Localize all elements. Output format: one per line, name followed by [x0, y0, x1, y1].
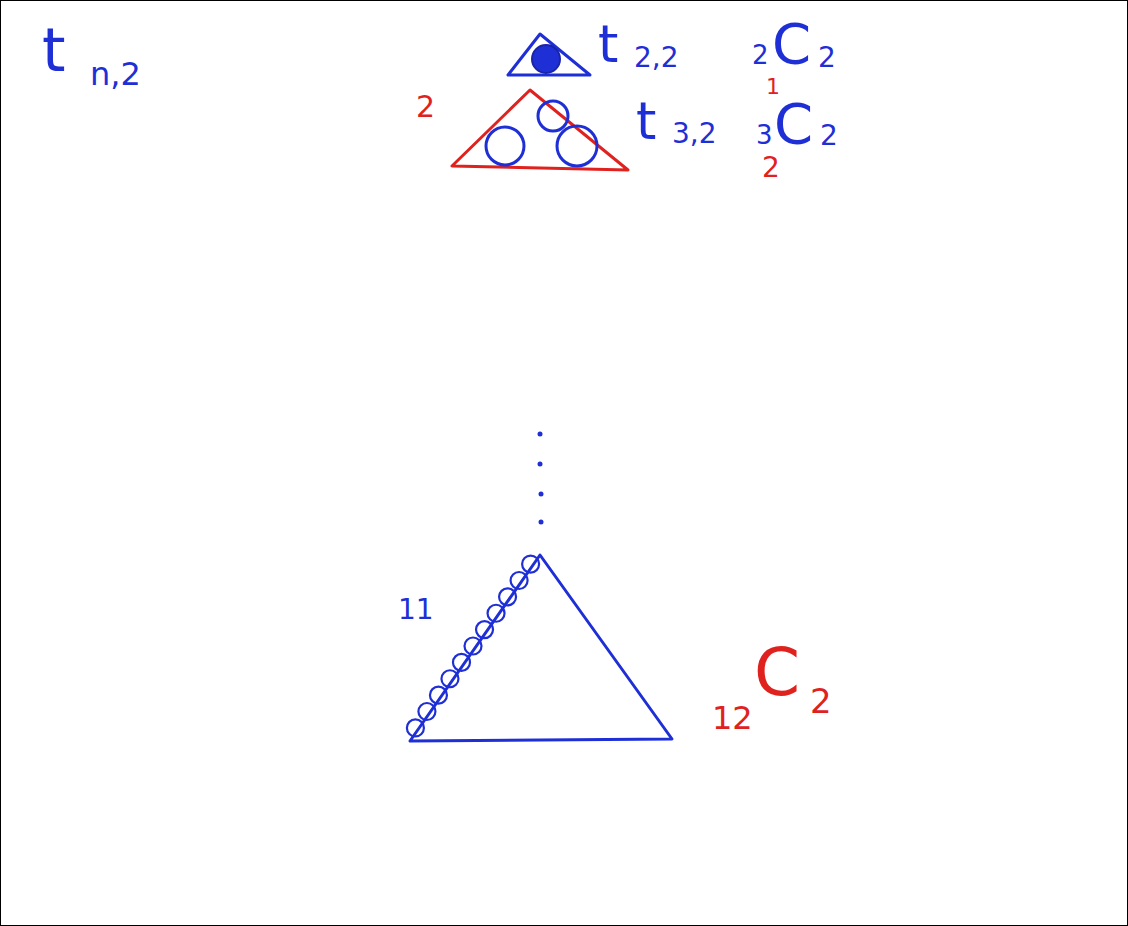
count-number: 1 [766, 76, 780, 98]
loop [407, 719, 424, 736]
circle-row [407, 556, 539, 737]
circle [538, 101, 568, 131]
loop [418, 703, 435, 720]
side-length: 11 [398, 596, 434, 624]
triangle [508, 34, 590, 75]
circle [557, 126, 597, 166]
subscript: n,2 [90, 58, 141, 90]
dot [538, 432, 543, 437]
loop [465, 638, 482, 655]
loop [488, 605, 505, 622]
loop [511, 572, 528, 589]
loop [453, 654, 470, 671]
loop [441, 670, 458, 687]
combination-symbol: C [772, 16, 811, 72]
filled-circle [532, 45, 560, 73]
subscript: 2 [818, 44, 836, 72]
triangle [410, 555, 672, 741]
circle [486, 127, 524, 165]
loop [522, 556, 539, 573]
subscript: 2 [820, 122, 838, 150]
prefix-subscript: 2 [752, 42, 769, 68]
loop [476, 621, 493, 638]
prefix-subscript: 12 [712, 702, 753, 734]
variable-letter: t [636, 95, 656, 147]
triangle [452, 90, 628, 170]
dot [538, 462, 543, 467]
count-number: 2 [762, 154, 780, 182]
subscript: 2,2 [634, 44, 679, 72]
loop [430, 687, 447, 704]
side-length: 2 [416, 92, 435, 122]
variable-letter: t [42, 20, 66, 80]
subscript: 3,2 [672, 120, 717, 148]
subscript: 2 [810, 684, 832, 718]
combination-symbol: C [754, 640, 800, 706]
dot [539, 492, 544, 497]
prefix-subscript: 3 [756, 122, 773, 148]
combination-symbol: C [774, 96, 813, 152]
loop [499, 588, 516, 605]
variable-letter: t [598, 18, 618, 70]
dot [539, 520, 544, 525]
